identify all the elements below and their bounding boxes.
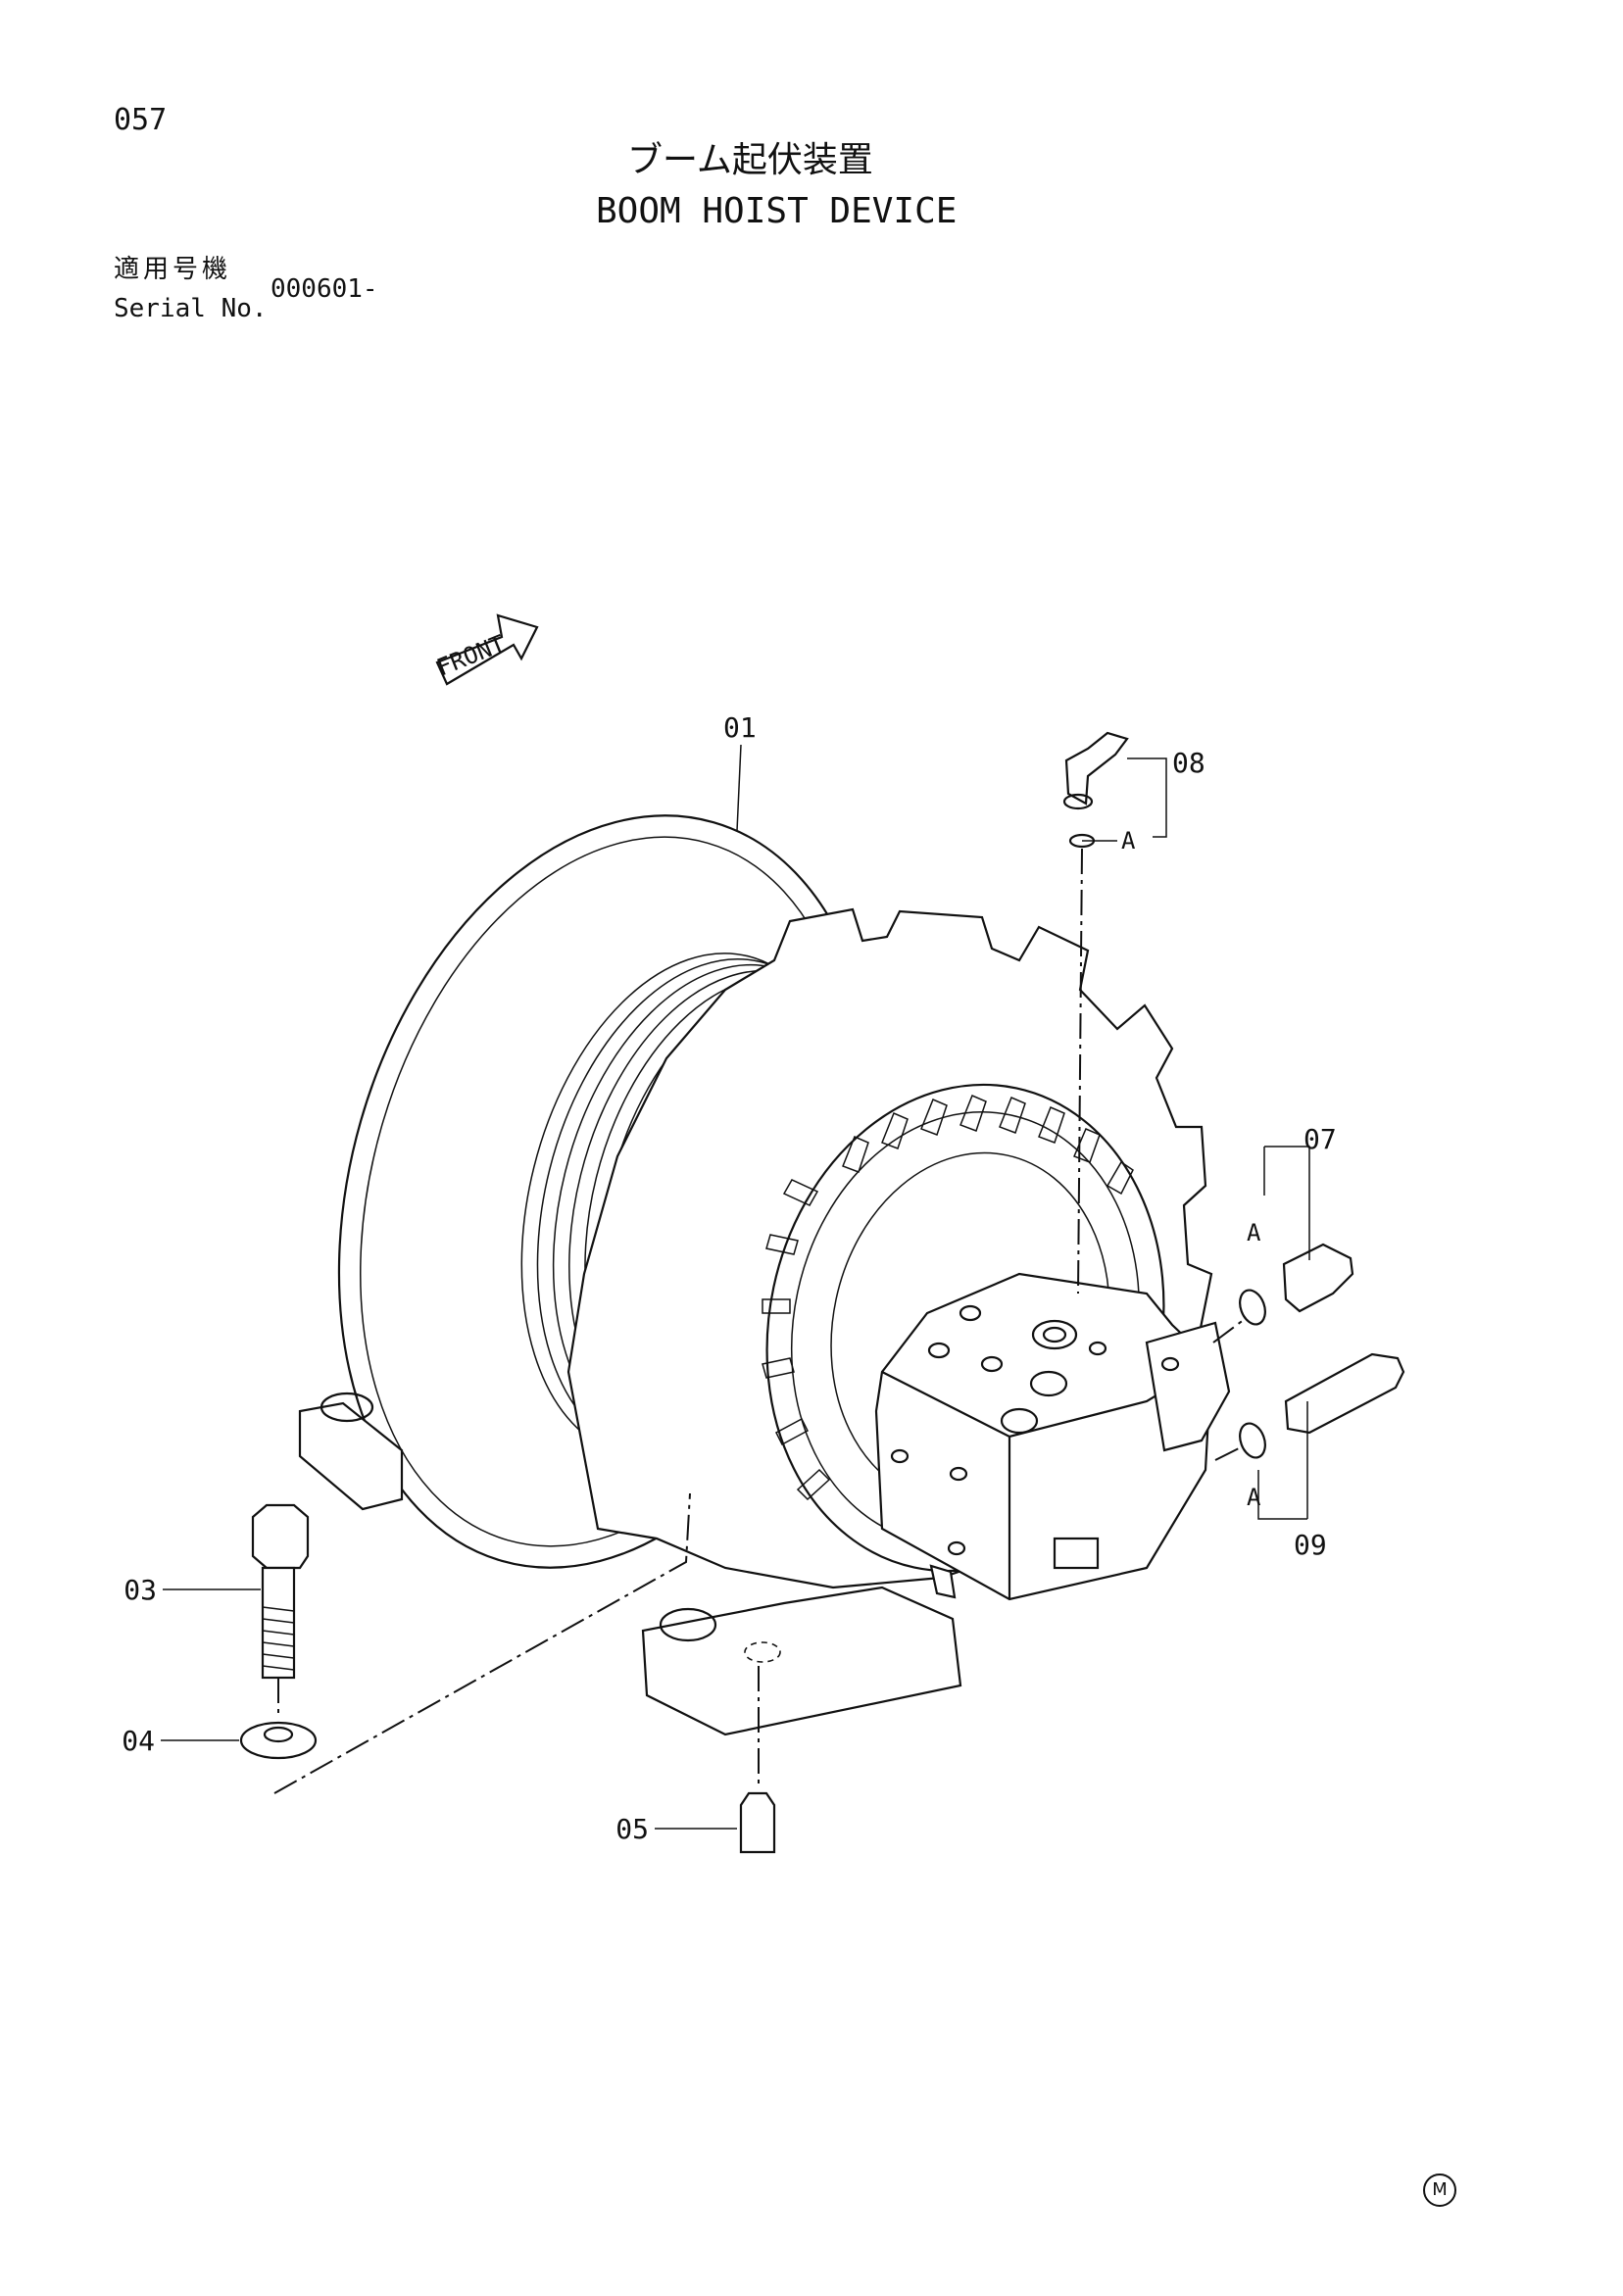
callout-08: 08 — [1172, 747, 1205, 779]
elbow-fitting — [1062, 731, 1129, 1295]
callout-07: 07 — [1303, 1123, 1337, 1155]
serial-label-jp: 適用号機 — [114, 255, 232, 284]
front-arrow-icon: FRONT — [433, 613, 539, 686]
washer — [239, 1721, 318, 1760]
plug-pin — [739, 1666, 776, 1854]
ref-a-top: A — [1121, 827, 1136, 855]
front-label: FRONT — [433, 630, 509, 682]
callout-04: 04 — [122, 1725, 155, 1757]
long-fitting — [1214, 1352, 1405, 1461]
serial-label-en: Serial No. — [114, 294, 268, 323]
serial-value: 000601- — [270, 274, 378, 304]
leader-lines — [161, 744, 1310, 1830]
callout-01: 01 — [723, 711, 757, 744]
ref-a-mid: A — [1247, 1219, 1261, 1246]
ref-a-bottom: A — [1247, 1484, 1261, 1511]
callout-03: 03 — [123, 1574, 157, 1606]
page-title-en: BOOM HOIST DEVICE — [596, 191, 958, 231]
m-mark-icon: M — [1423, 2174, 1456, 2207]
hydraulic-motor-block — [874, 1272, 1231, 1601]
bolt — [251, 1503, 310, 1719]
page-title-jp: ブーム起伏装置 — [627, 140, 873, 180]
adapter-fitting — [1212, 1243, 1354, 1343]
callout-05: 05 — [615, 1813, 649, 1845]
drum-assembly — [298, 814, 1213, 1736]
callout-09: 09 — [1294, 1529, 1327, 1561]
page-number: 057 — [114, 103, 168, 137]
